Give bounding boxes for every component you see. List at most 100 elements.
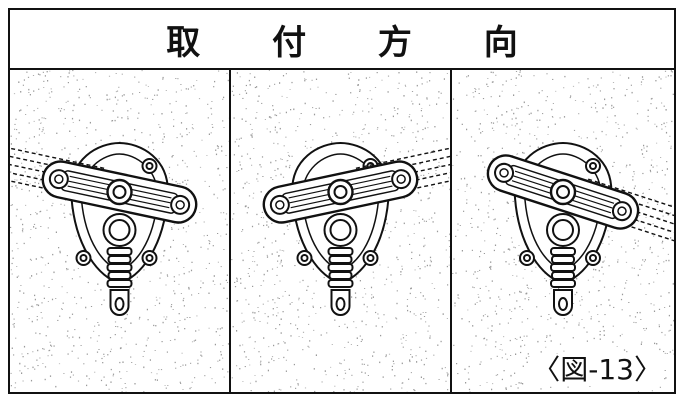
stipple-dot — [429, 192, 431, 194]
stipple-dot — [25, 141, 27, 143]
stipple-dot — [546, 73, 548, 75]
stipple-dot — [101, 304, 103, 306]
stipple-dot — [482, 161, 484, 163]
stipple-dot — [474, 140, 476, 142]
stipple-dot — [47, 262, 49, 264]
stipple-dot — [266, 224, 268, 226]
stipple-dot — [227, 79, 229, 82]
stipple-dot — [256, 112, 258, 113]
stipple-dot — [226, 167, 228, 169]
stipple-dot — [279, 263, 281, 265]
stipple-dot — [672, 93, 674, 95]
stipple-dot — [172, 155, 174, 157]
stipple-dot — [351, 296, 353, 298]
stipple-dot — [29, 277, 31, 279]
stipple-dot — [576, 277, 578, 280]
stipple-dot — [59, 315, 61, 317]
stipple-dot — [287, 349, 289, 351]
stipple-dot — [409, 243, 411, 245]
stipple-dot — [468, 365, 470, 368]
stipple-dot — [219, 283, 222, 285]
stipple-dot — [361, 363, 363, 365]
stipple-dot — [381, 79, 383, 81]
stipple-dot — [220, 353, 222, 356]
stipple-dot — [27, 368, 29, 370]
stipple-dot — [479, 287, 481, 289]
stipple-dot — [537, 109, 539, 112]
stipple-dot — [70, 371, 73, 373]
stipple-dot — [366, 311, 368, 313]
stipple-dot — [65, 101, 67, 103]
stipple-dot — [42, 199, 44, 201]
stipple-dot — [223, 249, 225, 250]
stipple-dot — [302, 302, 304, 304]
stipple-dot — [280, 173, 282, 176]
stipple-dot — [249, 73, 251, 75]
stipple-dot — [16, 266, 18, 267]
stipple-dot — [515, 384, 517, 385]
stipple-dot — [466, 202, 468, 204]
stipple-dot — [493, 219, 495, 221]
stipple-dot — [297, 384, 299, 386]
stipple-dot — [10, 135, 12, 137]
stipple-dot — [650, 103, 652, 105]
stipple-dot — [38, 142, 40, 144]
stipple-dot — [138, 112, 140, 114]
stipple-dot — [528, 113, 530, 115]
stipple-dot — [263, 337, 265, 339]
stipple-dot — [63, 86, 65, 88]
stipple-dot — [110, 348, 112, 350]
stipple-dot — [82, 78, 84, 80]
stipple-dot — [371, 294, 373, 296]
stipple-dot — [658, 325, 660, 328]
stipple-dot — [299, 281, 301, 283]
stipple-dot — [301, 337, 304, 338]
stipple-dot — [162, 321, 164, 324]
stipple-dot — [662, 215, 664, 217]
stipple-dot — [651, 159, 653, 161]
stipple-dot — [446, 102, 448, 104]
stipple-dot — [249, 382, 252, 384]
stipple-dot — [651, 182, 653, 184]
stipple-dot — [541, 90, 543, 92]
stipple-dot — [93, 330, 95, 332]
stipple-dot — [289, 164, 291, 166]
stipple-dot — [435, 173, 437, 175]
stipple-dot — [471, 217, 473, 219]
stipple-dot — [661, 169, 663, 171]
stipple-dot — [155, 296, 157, 298]
stipple-dot — [10, 372, 12, 374]
stipple-dot — [624, 94, 626, 97]
stipple-dot — [147, 86, 149, 87]
stipple-dot — [494, 346, 497, 348]
stipple-dot — [29, 258, 32, 260]
stipple-dot — [263, 246, 265, 248]
stipple-dot — [423, 316, 426, 317]
stipple-dot — [660, 78, 662, 80]
stipple-dot — [446, 73, 448, 74]
stipple-dot — [439, 272, 441, 274]
stipple-dot — [196, 80, 198, 81]
stipple-dot — [637, 245, 639, 247]
stipple-dot — [645, 217, 647, 218]
stipple-dot — [489, 297, 491, 299]
stipple-dot — [368, 111, 370, 113]
stipple-dot — [262, 176, 264, 177]
stipple-dot — [36, 316, 38, 317]
stipple-dot — [55, 298, 57, 299]
stipple-dot — [392, 115, 394, 118]
stipple-dot — [501, 114, 503, 116]
stipple-dot — [603, 334, 605, 336]
stipple-dot — [433, 288, 436, 289]
stipple-dot — [234, 286, 237, 288]
stipple-dot — [277, 168, 279, 170]
stipple-dot — [189, 317, 191, 318]
stipple-dot — [323, 117, 325, 119]
stipple-dot — [522, 383, 524, 385]
stipple-dot — [210, 132, 212, 134]
stipple-dot — [280, 158, 282, 160]
stipple-dot — [307, 285, 309, 288]
stipple-dot — [19, 290, 21, 292]
stipple-dot — [225, 233, 227, 235]
stipple-dot — [142, 356, 144, 357]
